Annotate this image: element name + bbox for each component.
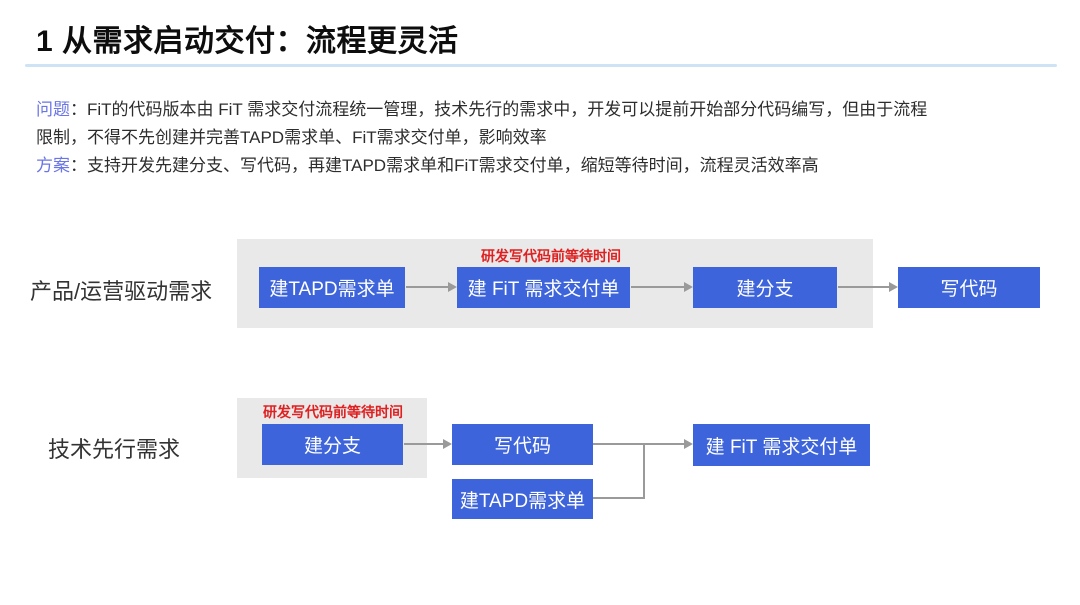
flow1-arrow-3-head-icon	[889, 282, 898, 292]
flow2-step-create-fit-delivery-ticket: 建 FiT 需求交付单	[693, 424, 870, 466]
flow1-arrow-1-head-icon	[448, 282, 457, 292]
flow2-arrow-1-head-icon	[443, 439, 452, 449]
flow1-step-create-fit-delivery-ticket: 建 FiT 需求交付单	[457, 267, 630, 308]
flow1-wait-caption: 研发写代码前等待时间	[481, 248, 621, 264]
flow2-merge-vertical-line	[643, 443, 645, 499]
flow2-step-create-branch: 建分支	[262, 424, 403, 465]
flow2-merge-bottom-line	[593, 497, 645, 499]
flow2-step-create-tapd-ticket: 建TAPD需求单	[452, 479, 593, 519]
flow1-step-create-branch: 建分支	[693, 267, 837, 308]
flow1-label: 产品/运营驱动需求	[30, 279, 213, 304]
solution-label: 方案	[36, 156, 70, 175]
flow1-step-create-tapd-ticket: 建TAPD需求单	[259, 267, 405, 308]
flow2-step-write-code: 写代码	[452, 424, 593, 465]
flow2-arrow-2-head-icon	[684, 439, 693, 449]
flow2-label: 技术先行需求	[48, 437, 181, 462]
flow1-arrow-2-head-icon	[684, 282, 693, 292]
page-title: 1 从需求启动交付：流程更灵活	[36, 25, 459, 58]
flow1-arrow-3-line	[838, 286, 889, 288]
flow2-wait-caption: 研发写代码前等待时间	[263, 404, 403, 420]
problem-line: 问题：FiT的代码版本由 FiT 需求交付流程统一管理，技术先行的需求中，开发可…	[36, 96, 936, 152]
title-divider	[25, 64, 1057, 67]
solution-text: ：支持开发先建分支、写代码，再建TAPD需求单和FiT需求交付单，缩短等待时间，…	[70, 156, 819, 175]
flow2-arrow-1-line	[404, 443, 443, 445]
flow2-merge-top-line	[593, 443, 684, 445]
solution-line: 方案：支持开发先建分支、写代码，再建TAPD需求单和FiT需求交付单，缩短等待时…	[36, 152, 936, 180]
problem-text: ：FiT的代码版本由 FiT 需求交付流程统一管理，技术先行的需求中，开发可以提…	[36, 100, 928, 147]
flow1-step-write-code: 写代码	[898, 267, 1040, 308]
flow1-arrow-2-line	[631, 286, 684, 288]
flow1-arrow-1-line	[406, 286, 448, 288]
intro-text: 问题：FiT的代码版本由 FiT 需求交付流程统一管理，技术先行的需求中，开发可…	[36, 96, 936, 180]
problem-label: 问题	[36, 100, 70, 119]
